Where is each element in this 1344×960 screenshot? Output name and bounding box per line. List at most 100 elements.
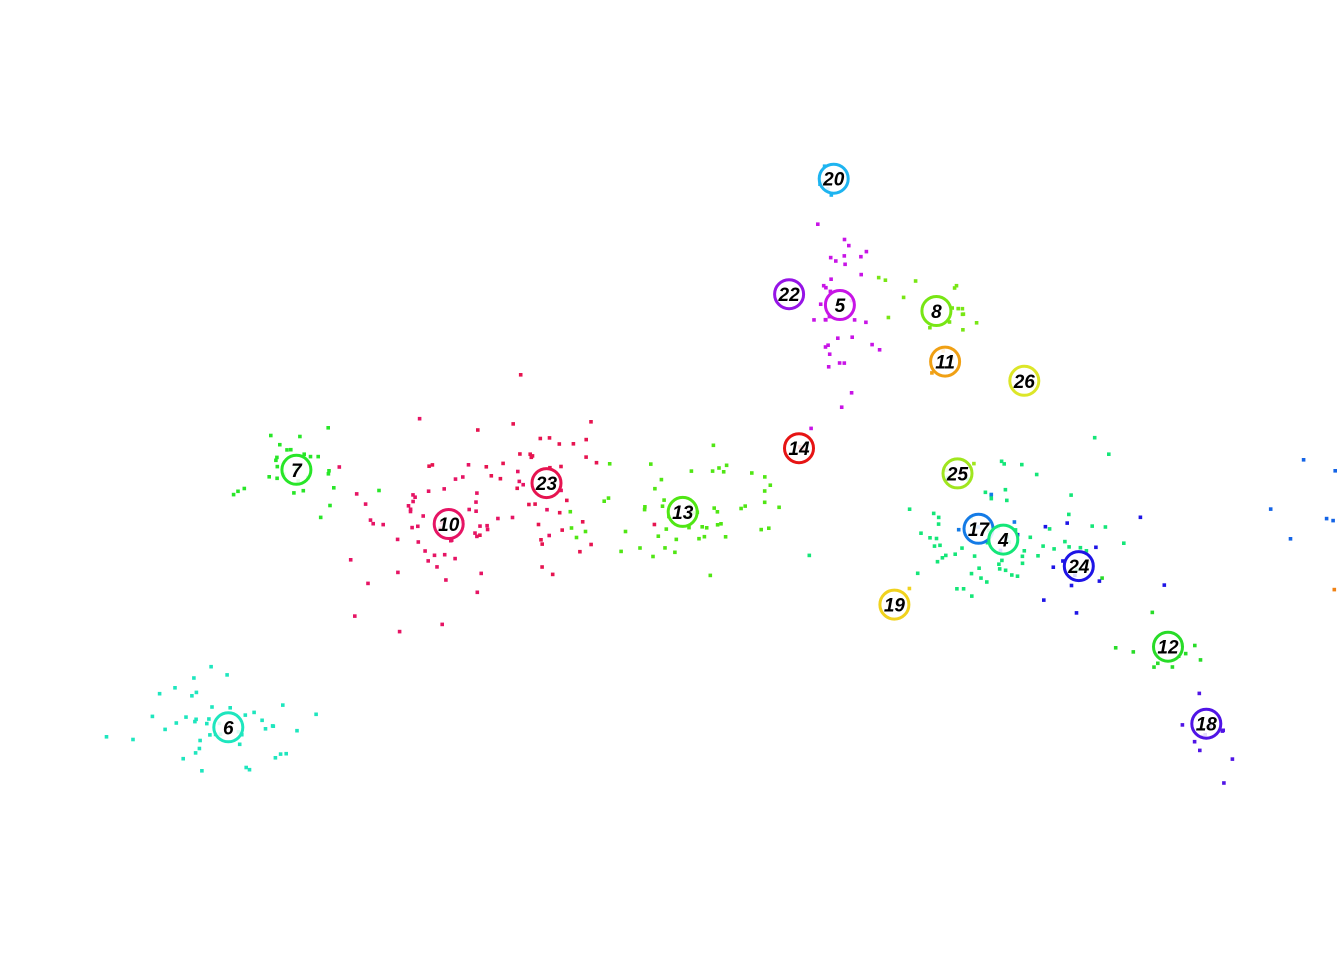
data-point-cluster-12 [1131,650,1136,654]
data-point-cluster-12 [1150,610,1155,615]
data-point-cluster-7 [328,503,332,508]
data-point-cluster-18 [1192,739,1197,744]
data-point-cluster-6 [273,756,278,760]
data-point-cluster-10 [485,527,490,532]
cluster-marker-23: 23 [530,467,563,500]
data-point-cluster-13 [569,526,574,530]
data-point-cluster-13 [602,499,606,503]
data-point-cluster-5 [849,391,854,395]
cluster-circle-12 [1152,630,1184,663]
data-point-cluster-5 [877,348,882,352]
data-point-cluster-13 [697,536,701,541]
data-point-cluster-5 [828,255,833,260]
data-point-cluster-19 [907,586,912,591]
data-point-cluster-23 [511,422,515,426]
data-point-cluster-4 [932,544,937,548]
data-point-cluster-23 [529,455,534,460]
data-point-cluster-7 [332,486,336,490]
data-point-cluster-6 [208,733,212,737]
data-point-cluster-4 [997,562,1001,566]
data-point-cluster-6 [237,742,242,747]
data-point-cluster-10 [467,507,471,512]
data-point-cluster-10 [478,524,482,528]
data-point-cluster-8 [961,328,965,332]
data-point-cluster-5 [827,352,832,356]
data-point-cluster-8 [876,275,881,280]
data-point-cluster-13 [739,506,743,511]
data-point-cluster-21 [1333,469,1337,473]
data-point-cluster-24 [1042,598,1046,602]
data-point-cluster-10 [449,538,453,543]
data-point-cluster-13 [777,505,781,510]
data-point-cluster-8 [928,325,932,330]
data-point-cluster-4 [1092,435,1097,440]
data-point-cluster-13 [708,573,713,578]
data-point-cluster-10 [413,495,417,499]
data-point-cluster-24 [1162,583,1167,587]
data-point-cluster-4 [953,552,957,556]
data-point-cluster-12 [1156,661,1160,666]
data-point-cluster-4 [938,543,942,548]
data-point-cluster-7 [289,447,293,452]
data-point-cluster-10 [475,491,479,495]
data-point-cluster-20 [829,193,834,197]
cluster-circle-8 [920,295,953,327]
data-point-cluster-10 [423,549,427,553]
data-point-cluster-18 [1197,691,1202,696]
data-point-cluster-6 [210,705,214,709]
data-point-cluster-7 [292,491,296,495]
data-point-cluster-10 [461,475,465,479]
cluster-circle-13 [666,495,699,528]
data-point-cluster-4 [985,580,989,584]
data-point-cluster-7 [316,454,320,459]
cluster-label-19: 19 [884,596,906,617]
data-point-cluster-4 [944,553,948,558]
data-point-cluster-13 [750,471,754,475]
data-point-cluster-4 [1067,545,1071,549]
data-point-cluster-4 [1107,452,1111,456]
data-point-cluster-21 [1324,516,1329,521]
data-point-cluster-10 [337,465,342,469]
data-point-cluster-7 [302,452,306,456]
data-point-cluster-5 [834,259,838,263]
data-point-cluster-8 [886,315,891,320]
data-point-cluster-7 [231,492,236,497]
data-point-cluster-4 [936,515,941,520]
data-point-cluster-12 [1183,651,1188,656]
cluster-circle-22 [773,278,806,311]
data-point-cluster-10 [408,509,413,514]
data-point-cluster-4 [1103,525,1108,529]
data-point-cluster-24 [1065,521,1069,525]
data-point-cluster-4 [807,553,812,558]
data-point-cluster-6 [260,718,264,723]
data-point-cluster-10 [395,537,400,542]
data-point-cluster-10 [353,614,357,618]
data-point-cluster-13 [673,550,677,555]
data-point-cluster-23 [538,436,543,441]
cluster-label-7: 7 [291,461,303,482]
data-point-cluster-5 [864,249,869,254]
data-point-cluster-13 [700,525,704,529]
data-point-cluster-8 [901,295,906,300]
data-point-cluster-5 [864,320,868,325]
data-point-cluster-7 [236,489,240,494]
data-point-cluster-17 [1012,520,1017,524]
data-point-cluster-10 [473,531,477,535]
data-point-cluster-7 [267,475,271,479]
data-point-cluster-4 [1003,487,1008,492]
data-point-cluster-11 [930,371,934,375]
data-point-cluster-6 [271,724,276,728]
cluster-label-12: 12 [1157,638,1179,659]
cluster-circle-10 [432,508,465,540]
cluster-label-13: 13 [672,503,694,524]
data-point-cluster-10 [440,622,444,627]
data-point-cluster-13 [663,546,667,550]
data-point-cluster-6 [247,767,252,772]
data-point-cluster-4 [1047,527,1052,531]
cluster-marker-20: 20 [817,162,850,195]
cluster-marker-22: 22 [773,278,806,311]
cluster-marker-13: 13 [666,495,699,528]
data-point-cluster-4 [1034,472,1039,477]
cluster-circle-26 [1008,364,1041,397]
data-point-cluster-4 [1015,574,1020,578]
